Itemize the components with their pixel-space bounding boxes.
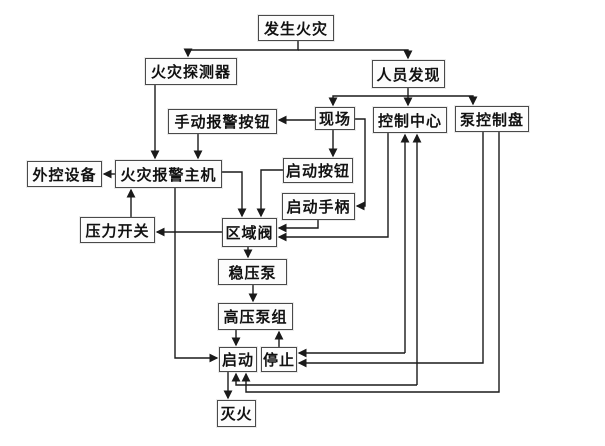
node-high-pressure-pump-group: 高压泵组 <box>218 303 293 330</box>
node-start-handle: 启动手柄 <box>282 193 355 220</box>
node-pressure-switch: 压力开关 <box>80 217 155 243</box>
node-personnel-discover: 人员发现 <box>372 60 445 88</box>
node-start: 启动 <box>219 347 257 372</box>
edge-personnel-to-scene <box>328 95 408 107</box>
edge-start-handle-to-zone-valve <box>277 220 319 233</box>
node-external-control-equipment: 外控设备 <box>27 161 102 187</box>
node-start-button: 启动按钮 <box>283 158 353 183</box>
node-stop: 停止 <box>261 347 297 372</box>
node-scene: 现场 <box>315 107 355 130</box>
node-manual-alarm-button: 手动报警按钮 <box>168 109 277 134</box>
edge-host-to-start <box>174 188 219 363</box>
node-fire-detector: 火灾探测器 <box>145 58 237 85</box>
node-control-center: 控制中心 <box>373 107 447 133</box>
edge-pump-panel-to-stop <box>297 132 484 368</box>
node-fire-alarm-host: 火灾报警主机 <box>115 160 222 188</box>
edge-scene-to-start-handle <box>355 118 366 211</box>
edge-fire-to-detector <box>183 41 299 58</box>
edge-personnel-to-pump-panel <box>408 95 478 106</box>
edge-host-to-zone-valve <box>222 171 247 218</box>
edge-start-button-to-zone-valve <box>256 169 283 218</box>
node-zone-valve: 区域阀 <box>222 218 277 247</box>
edge-fire-to-personnel <box>298 49 413 60</box>
node-pump-control-panel: 泵控制盘 <box>455 106 529 132</box>
node-extinguish: 灭火 <box>217 400 256 427</box>
edge-pump-panel-to-start <box>241 132 500 393</box>
edge-control-center-to-start <box>231 372 417 386</box>
node-stabilizing-pump: 稳压泵 <box>218 259 287 285</box>
edge-control-center-to-zone-valve <box>277 133 389 242</box>
node-fire-occurs: 发生火灾 <box>258 15 334 41</box>
